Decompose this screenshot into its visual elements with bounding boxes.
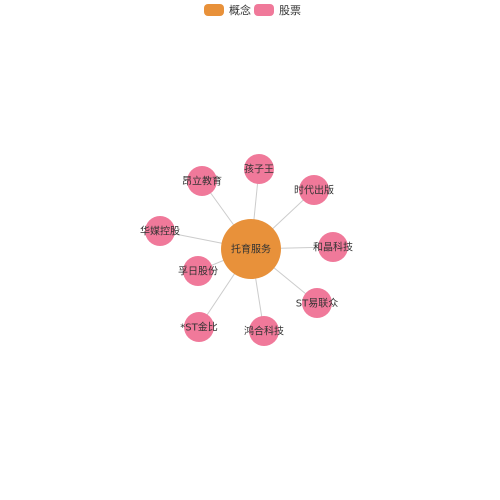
stock-node-9-circle <box>187 166 217 196</box>
stock-node-6[interactable]: *ST金比 <box>180 312 218 342</box>
stock-node-3-circle <box>318 232 348 262</box>
stock-node-6-label: *ST金比 <box>180 321 217 334</box>
stock-node-4[interactable]: ST易联众 <box>296 288 338 318</box>
legend-label-concept: 概念 <box>229 4 251 17</box>
stock-node-2-label: 时代出版 <box>294 184 334 197</box>
stock-node-4-circle <box>302 288 332 318</box>
stock-node-8[interactable]: 华媒控股 <box>140 216 180 246</box>
stock-node-1-circle <box>244 154 274 184</box>
stock-node-9[interactable]: 昂立教育 <box>182 166 222 196</box>
stock-node-6-circle <box>184 312 214 342</box>
stock-node-5-circle <box>249 316 279 346</box>
stock-node-1-label: 孩子王 <box>244 163 274 176</box>
stock-node-8-label: 华媒控股 <box>140 225 180 238</box>
legend-swatch-concept <box>204 4 224 16</box>
concept-node[interactable]: 托育服务 <box>221 219 281 279</box>
stock-node-5-label: 鸿合科技 <box>244 325 284 338</box>
stock-node-2-circle <box>299 175 329 205</box>
legend-swatch-stock <box>254 4 274 16</box>
stock-node-2[interactable]: 时代出版 <box>294 175 334 205</box>
legend-item-concept[interactable]: 概念 <box>204 2 251 18</box>
concept-node-label: 托育服务 <box>231 243 271 256</box>
legend: 概念 股票 <box>0 2 500 18</box>
stock-node-1[interactable]: 孩子王 <box>244 154 274 184</box>
stock-node-8-circle <box>145 216 175 246</box>
concept-node-circle <box>221 219 281 279</box>
stock-node-3-label: 和晶科技 <box>313 241 353 254</box>
stock-node-3[interactable]: 和晶科技 <box>313 232 353 262</box>
legend-label-stock: 股票 <box>279 4 301 17</box>
stock-node-5[interactable]: 鸿合科技 <box>244 316 284 346</box>
stock-node-7[interactable]: 孚日股份 <box>178 256 218 286</box>
stock-node-4-label: ST易联众 <box>296 298 338 310</box>
stock-node-7-label: 孚日股份 <box>178 266 218 278</box>
stock-node-7-circle <box>183 256 213 286</box>
stock-node-9-label: 昂立教育 <box>182 175 222 188</box>
legend-item-stock[interactable]: 股票 <box>254 2 301 18</box>
